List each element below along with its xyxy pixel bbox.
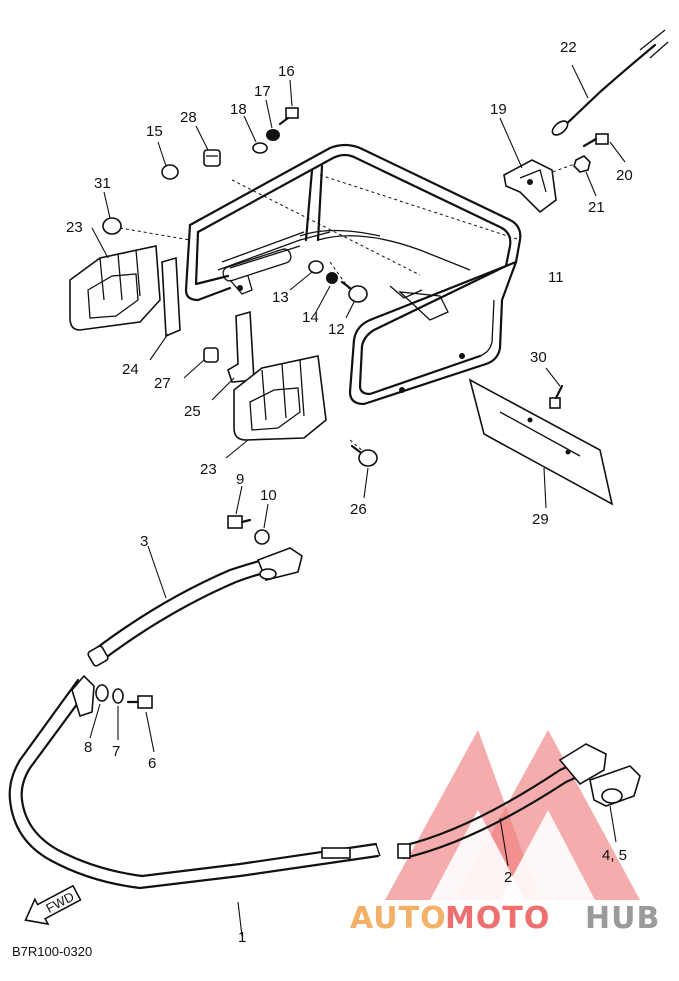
spring-washer-part-17 xyxy=(265,99,280,141)
spring-washer-part-14 xyxy=(315,272,338,313)
watermark-hub: HUB xyxy=(585,901,660,936)
label-20: 20 xyxy=(616,167,633,184)
collar-part-28 xyxy=(195,125,221,167)
label-4-5: 4, 5 xyxy=(602,847,627,864)
label-22: 22 xyxy=(560,39,577,56)
forward-arrow-icon: FWD xyxy=(24,884,82,926)
label-18: 18 xyxy=(230,101,247,118)
watermark-logo: AUTO MOTO HUB xyxy=(350,730,660,936)
plate-part-29 xyxy=(468,378,614,509)
label-24: 24 xyxy=(122,361,139,378)
bracket-part-24 xyxy=(149,256,181,361)
bolt-part-9 xyxy=(227,485,252,529)
bolt-part-20 xyxy=(582,133,626,163)
label-3: 3 xyxy=(140,533,148,550)
label-8: 8 xyxy=(84,739,92,756)
watermark-moto: MOTO xyxy=(445,901,550,936)
grommet-part-15 xyxy=(157,141,179,180)
part-number-labels: 16 17 18 28 15 31 23 24 27 25 23 13 14 1… xyxy=(66,39,633,946)
watermark-auto: AUTO xyxy=(350,901,447,936)
watermark-triangle-inner-2 xyxy=(500,810,595,900)
label-19: 19 xyxy=(490,101,507,118)
washer-part-18 xyxy=(243,115,268,154)
rear-frame-part-11 xyxy=(184,143,522,406)
diagram-code: B7R100-0320 xyxy=(12,944,92,959)
label-13: 13 xyxy=(272,289,289,306)
label-28: 28 xyxy=(180,109,197,126)
label-29: 29 xyxy=(532,511,549,528)
side-cover-part-23-upper xyxy=(69,227,161,331)
side-cover-part-23-lower xyxy=(225,355,327,459)
label-30: 30 xyxy=(530,349,547,366)
label-7: 7 xyxy=(112,743,120,760)
label-11: 11 xyxy=(548,269,564,286)
washer-part-13 xyxy=(289,260,324,291)
label-6: 6 xyxy=(148,755,156,772)
screw-part-30 xyxy=(545,367,564,409)
label-31: 31 xyxy=(94,175,111,192)
label-14: 14 xyxy=(302,309,319,326)
label-27: 27 xyxy=(154,375,171,392)
label-17: 17 xyxy=(254,83,271,100)
cover-part-4-5 xyxy=(589,765,641,843)
label-9: 9 xyxy=(236,471,244,488)
bracket-part-25 xyxy=(211,310,255,401)
label-16: 16 xyxy=(278,63,295,80)
latch-bracket-part-19 xyxy=(499,117,557,214)
washer-part-8 xyxy=(89,684,109,739)
label-2: 2 xyxy=(504,869,512,886)
watermark-triangle-inner xyxy=(430,810,525,900)
label-23b: 23 xyxy=(200,461,217,478)
bolt-part-16 xyxy=(278,79,299,126)
label-12: 12 xyxy=(328,321,345,338)
label-26: 26 xyxy=(350,501,367,518)
grab-bar-part-2 xyxy=(397,743,607,867)
label-1: 1 xyxy=(238,929,246,946)
fwd-label: FWD xyxy=(43,889,76,916)
bolt-part-12 xyxy=(340,280,368,319)
grommet-part-27 xyxy=(183,347,219,379)
cable-part-22 xyxy=(551,29,669,136)
grommet-part-31 xyxy=(102,191,122,235)
bolt-part-26 xyxy=(350,444,378,499)
label-21: 21 xyxy=(588,199,605,216)
label-15: 15 xyxy=(146,123,163,140)
nut-part-21 xyxy=(573,155,597,197)
washer-part-10 xyxy=(254,503,270,545)
bolt-part-6 xyxy=(126,695,155,753)
spring-washer-part-7 xyxy=(112,688,124,740)
grab-bar-part-1 xyxy=(8,674,381,937)
label-23a: 23 xyxy=(66,219,83,236)
label-25: 25 xyxy=(184,403,201,420)
label-10: 10 xyxy=(260,487,277,504)
grab-bar-part-3 xyxy=(87,545,303,667)
